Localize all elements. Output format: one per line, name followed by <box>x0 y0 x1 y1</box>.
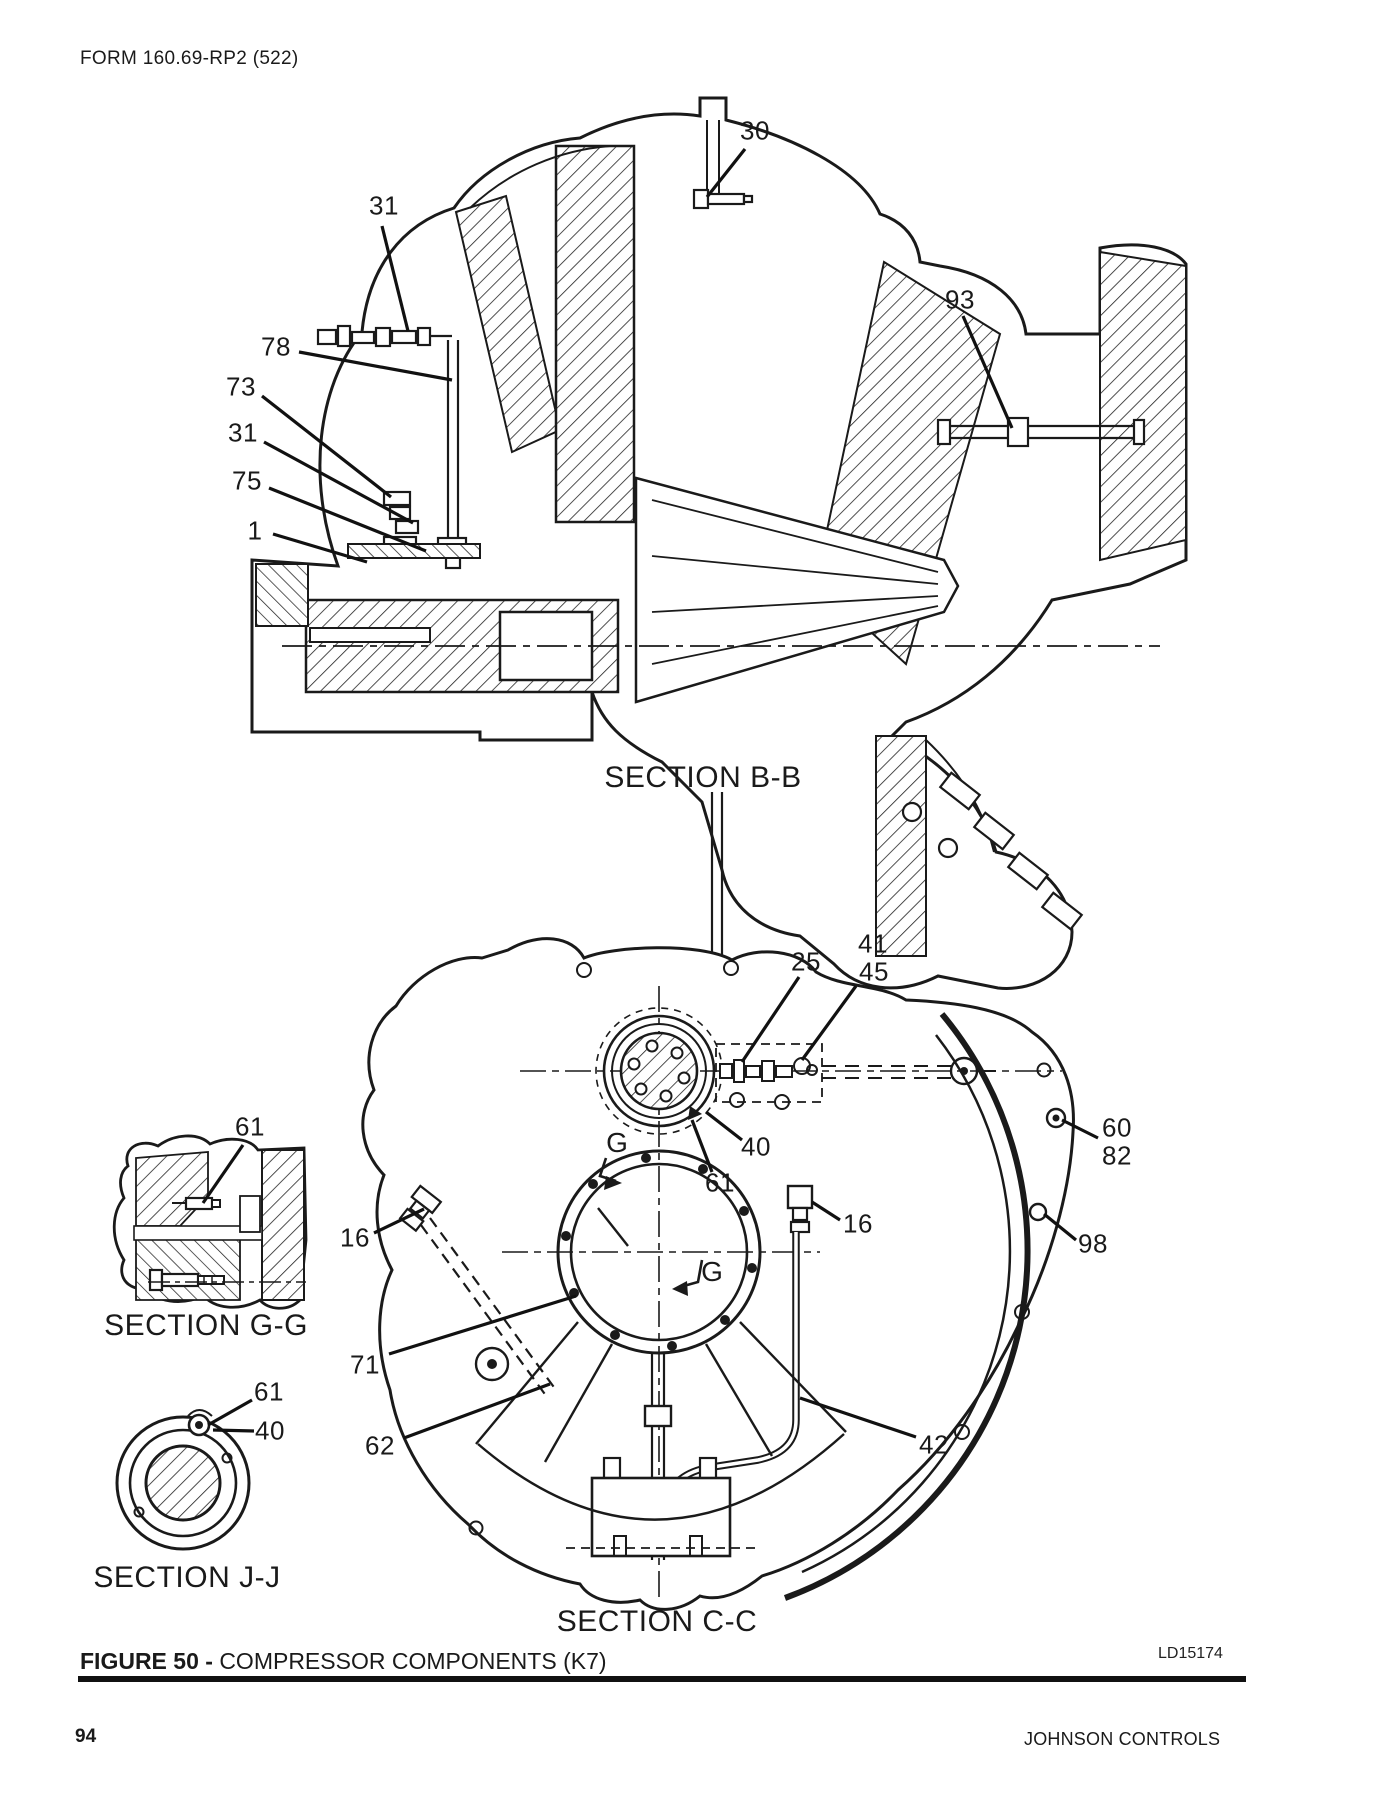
section-jj-drawing <box>115 1409 251 1551</box>
callout-31-lower: 31 <box>228 417 258 448</box>
callout-45: 45 <box>859 956 889 987</box>
figure-caption-label: FIGURE 50 - <box>80 1648 213 1674</box>
callout-61-cc: 61 <box>705 1167 735 1198</box>
callout-42: 42 <box>919 1429 949 1460</box>
section-title-cc: SECTION C-C <box>556 1605 758 1638</box>
callout-61-gg: 61 <box>235 1111 265 1142</box>
artwork-id: LD15174 <box>1158 1645 1223 1662</box>
callout-71: 71 <box>350 1349 380 1380</box>
section-title-jj: SECTION J-J <box>93 1561 281 1594</box>
publisher-name: JOHNSON CONTROLS <box>1024 1729 1221 1749</box>
callout-40-jj: 40 <box>255 1415 285 1446</box>
page-number: 94 <box>75 1726 97 1747</box>
callout-62: 62 <box>365 1430 395 1461</box>
callout-75: 75 <box>232 465 262 496</box>
callout-78: 78 <box>261 331 291 362</box>
section-bb-drawing <box>250 96 1188 990</box>
g-arrow-label-lower: G <box>701 1256 723 1287</box>
callout-93: 93 <box>945 284 975 315</box>
figure-caption: FIGURE 50 - COMPRESSOR COMPONENTS (K7) <box>80 1648 607 1675</box>
section-cc-drawing <box>361 792 1075 1611</box>
callout-41: 41 <box>858 928 888 959</box>
callout-16-left: 16 <box>340 1222 370 1253</box>
figure-caption-title: COMPRESSOR COMPONENTS (K7) <box>219 1648 607 1674</box>
callout-1: 1 <box>247 515 263 546</box>
callout-31-top: 31 <box>369 190 399 221</box>
callout-40: 40 <box>741 1131 771 1162</box>
callout-61-jj: 61 <box>254 1376 284 1407</box>
leader-lines <box>201 148 1099 1440</box>
callout-25: 25 <box>791 946 821 977</box>
callout-73: 73 <box>226 371 256 402</box>
callout-98: 98 <box>1078 1228 1108 1259</box>
section-title-gg: SECTION G-G <box>104 1309 308 1342</box>
callout-16-right: 16 <box>843 1208 873 1239</box>
section-title-bb: SECTION B-B <box>604 761 802 794</box>
caption-rule <box>78 1676 1246 1682</box>
callout-82: 82 <box>1102 1140 1132 1171</box>
form-number: FORM 160.69-RP2 (522) <box>80 48 299 69</box>
g-arrow-label-upper: G <box>606 1127 628 1158</box>
callout-30: 30 <box>740 115 770 146</box>
section-gg-drawing <box>112 1134 308 1310</box>
callout-60: 60 <box>1102 1112 1132 1143</box>
